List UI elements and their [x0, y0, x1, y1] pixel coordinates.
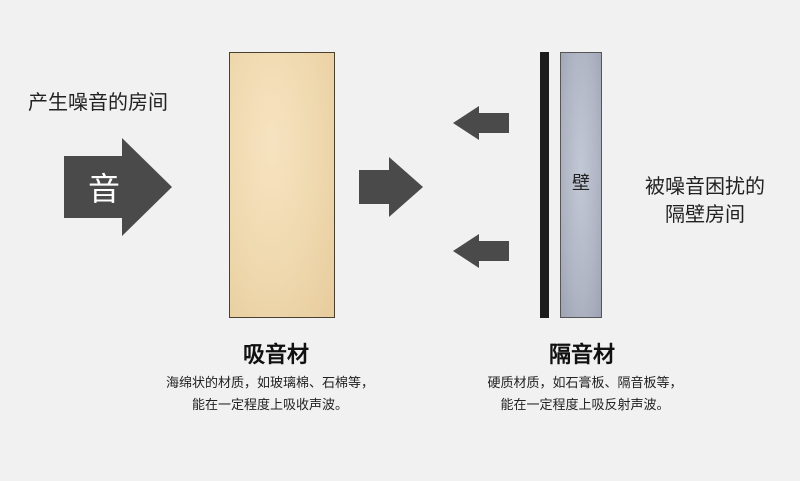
reflect-arrow-top-icon — [453, 106, 509, 140]
neighbor-room-label-line1: 被噪音困扰的 — [645, 174, 765, 198]
noise-room-label: 产生噪音的房间 — [28, 90, 168, 114]
insulation-layer — [540, 52, 549, 318]
neighbor-room-label: 被噪音困扰的 隔壁房间 — [620, 172, 790, 228]
absorber-desc: 海绵状的材质，如玻璃棉、石棉等， 能在一定程度上吸收声波。 — [120, 373, 420, 417]
sound-arrow-text: 音 — [88, 170, 120, 208]
insulator-desc: 硬质材质，如石膏板、隔音板等， 能在一定程度上吸反射声波。 — [440, 373, 730, 417]
insulator-desc-line1: 硬质材质，如石膏板、隔音板等， — [487, 376, 683, 391]
wall-panel: 壁 — [560, 52, 602, 318]
absorber-title: 吸音材 — [243, 343, 310, 368]
absorber-panel — [229, 52, 335, 318]
insulator-desc-line2: 能在一定程度上吸反射声波。 — [500, 398, 670, 413]
transmit-arrow-icon — [359, 157, 423, 217]
neighbor-room-label-line2: 隔壁房间 — [665, 202, 745, 226]
reflect-arrow-bottom-icon — [453, 234, 509, 268]
absorber-desc-line2: 能在一定程度上吸收声波。 — [191, 398, 348, 413]
insulator-title: 隔音材 — [549, 343, 616, 368]
sound-arrow-icon: 音 — [64, 138, 172, 236]
absorber-desc-line1: 海绵状的材质，如玻璃棉、石棉等， — [165, 376, 374, 391]
wall-label: 壁 — [572, 173, 590, 194]
